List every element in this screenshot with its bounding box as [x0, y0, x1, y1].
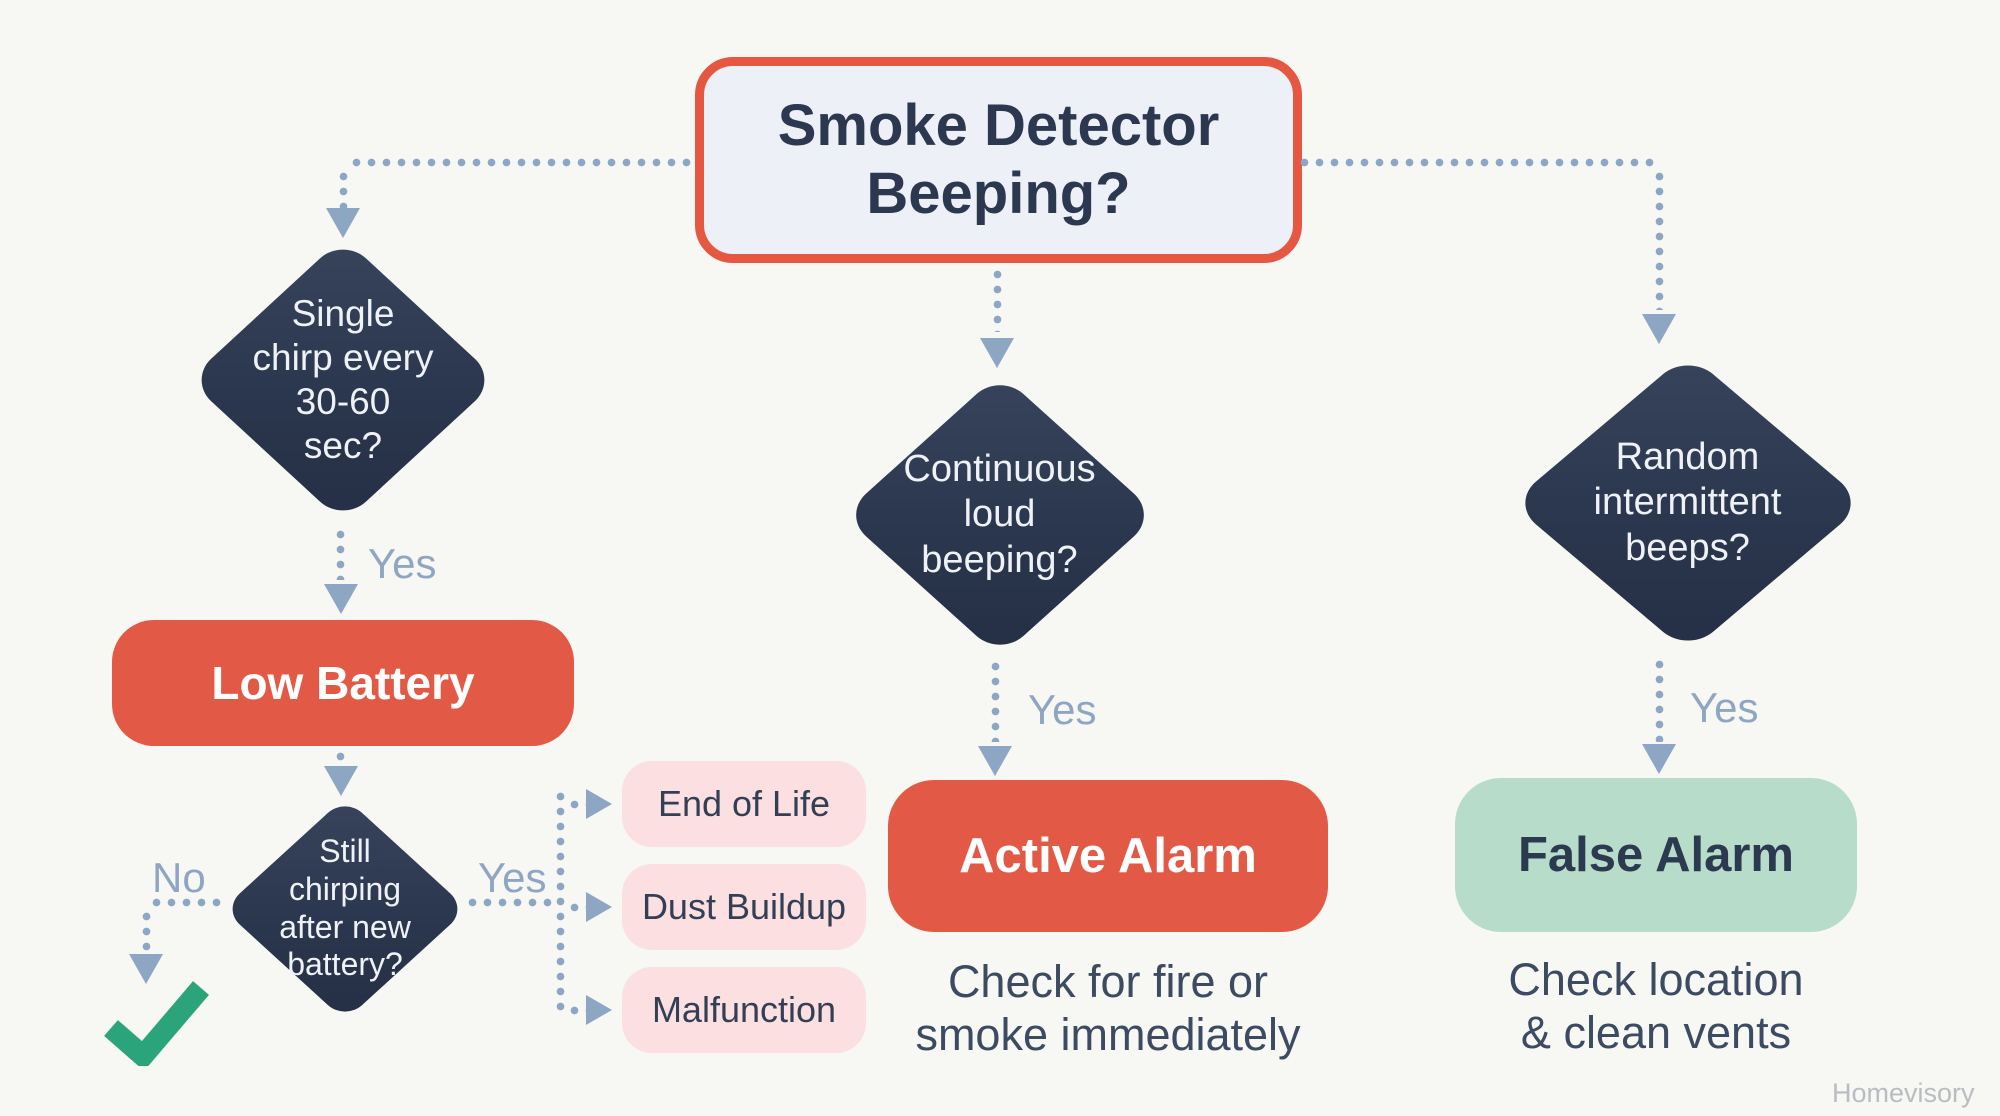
decision-random-beeps: Random intermittent beeps?: [1510, 353, 1865, 653]
dotted-connector: [556, 792, 565, 1016]
arrowhead-down-icon: [324, 766, 358, 796]
result-low-battery: Low Battery: [112, 620, 574, 746]
question-line: intermittent: [1593, 481, 1782, 524]
arrowhead-down-icon: [1642, 744, 1676, 774]
dotted-connector: [993, 270, 1002, 332]
question-line: Random: [1615, 435, 1760, 478]
edge-label-yes: Yes: [478, 854, 547, 901]
question-line: Continuous: [903, 447, 1096, 490]
arrowhead-right-icon: [586, 995, 612, 1025]
question-line: Single: [291, 292, 395, 334]
dotted-connector: [352, 158, 695, 167]
dotted-connector: [152, 898, 224, 907]
arrowhead-down-icon: [978, 746, 1012, 776]
title-line: Smoke Detector: [777, 92, 1220, 158]
edge-label-yes: Yes: [1690, 684, 1759, 731]
dotted-connector: [1655, 172, 1664, 310]
dotted-connector: [570, 800, 588, 809]
question-line: chirp every: [252, 336, 434, 378]
decision-continuous-beeping: Continuous loud beeping?: [841, 372, 1158, 658]
dotted-connector: [570, 903, 588, 912]
action-line: & clean vents: [1520, 1006, 1792, 1058]
action-line: Check location: [1508, 954, 1804, 1005]
result-active-alarm: Active Alarm: [888, 780, 1328, 932]
checkmark-icon: [104, 981, 209, 1066]
arrowhead-right-icon: [586, 892, 612, 922]
edge-label-yes: Yes: [368, 540, 437, 587]
action-line: smoke immediately: [915, 1008, 1301, 1060]
arrowhead-down-icon: [980, 338, 1014, 368]
dotted-connector: [336, 530, 345, 580]
dotted-connector: [1300, 158, 1660, 167]
decision-still-chirping: Still chirping after new battery?: [222, 796, 468, 1021]
cause-end-of-life: End of Life: [622, 761, 866, 847]
question-line: 30-60: [295, 381, 391, 422]
dotted-connector: [468, 898, 558, 907]
question-line: loud: [963, 493, 1036, 536]
arrowhead-down-icon: [1642, 314, 1676, 344]
dotted-connector: [339, 172, 348, 210]
decision-single-chirp: Single chirp every 30-60 sec?: [188, 237, 498, 523]
question-line: Still: [319, 833, 371, 869]
action-line: Check for fire or: [947, 956, 1269, 1007]
title-line: Beeping?: [866, 161, 1131, 226]
edge-label-yes: Yes: [1028, 686, 1097, 733]
dotted-connector: [1655, 660, 1664, 742]
action-text: Check location & clean vents: [1455, 954, 1857, 1059]
arrowhead-down-icon: [326, 208, 360, 238]
dotted-connector: [570, 1006, 588, 1015]
question-line: chirping: [288, 870, 402, 907]
result-false-alarm: False Alarm: [1455, 778, 1857, 932]
action-text: Check for fire or smoke immediately: [888, 956, 1328, 1061]
question-line: after new: [279, 908, 411, 945]
arrowhead-down-icon: [324, 584, 358, 614]
start-node-title: Smoke Detector Beeping?: [695, 57, 1302, 263]
dotted-connector: [142, 912, 151, 954]
question-line: sec?: [303, 425, 383, 467]
arrowhead-down-icon: [129, 954, 163, 984]
dotted-connector: [991, 662, 1000, 742]
dotted-connector: [336, 752, 345, 774]
question-line: battery?: [287, 946, 403, 983]
question-line: beeping?: [921, 538, 1078, 581]
cause-dust-buildup: Dust Buildup: [622, 864, 866, 950]
question-line: beeps?: [1625, 526, 1750, 569]
arrowhead-right-icon: [586, 789, 612, 819]
watermark: Homevisory: [1832, 1078, 1975, 1108]
cause-malfunction: Malfunction: [622, 967, 866, 1053]
edge-label-no: No: [152, 854, 206, 901]
